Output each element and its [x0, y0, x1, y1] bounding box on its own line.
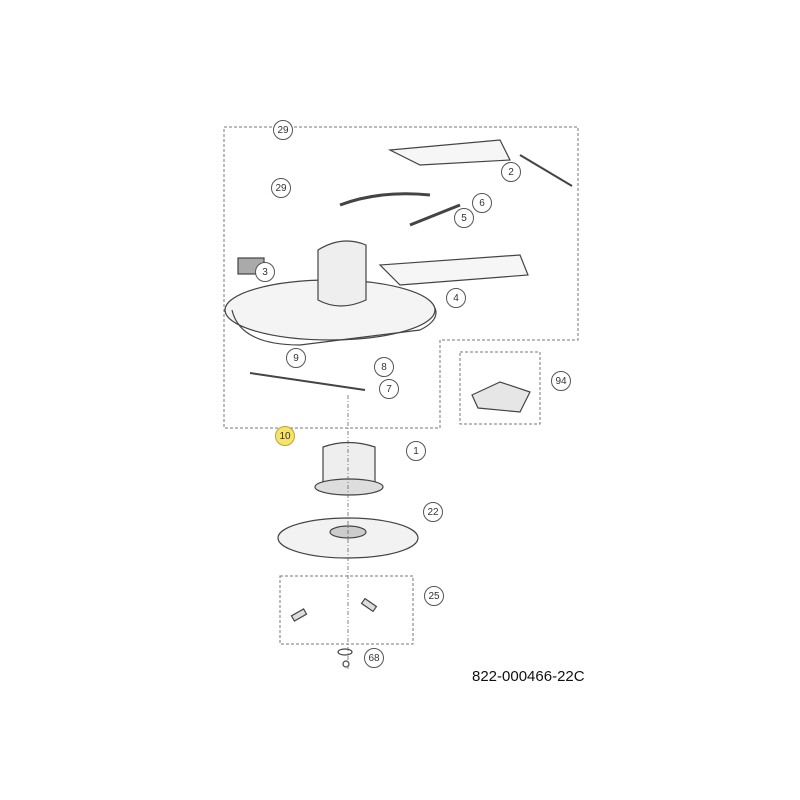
part-callout-4[interactable]: 4 — [446, 288, 466, 308]
rear-arm — [387, 139, 511, 166]
part-callout-10[interactable]: 10 — [275, 426, 295, 446]
part-callout-7[interactable]: 7 — [379, 379, 399, 399]
part-callout-6[interactable]: 6 — [472, 193, 492, 213]
part-callout-1[interactable]: 1 — [406, 441, 426, 461]
part-callout-2[interactable]: 2 — [501, 162, 521, 182]
part-callout-29[interactable]: 29 — [271, 178, 291, 198]
part-callout-25[interactable]: 25 — [424, 586, 444, 606]
part-callout-8[interactable]: 8 — [374, 357, 394, 377]
kit-94-boundary — [459, 351, 541, 425]
motor-housing — [317, 240, 367, 307]
rod — [249, 372, 366, 391]
part-callout-22[interactable]: 22 — [423, 502, 443, 522]
part-callout-3[interactable]: 3 — [255, 262, 275, 282]
assembly-1-boundary — [223, 126, 579, 429]
part-callout-29[interactable]: 29 — [273, 120, 293, 140]
document-number: 822-000466-22C — [472, 668, 585, 685]
part-callout-68[interactable]: 68 — [364, 648, 384, 668]
part-callout-94[interactable]: 94 — [551, 371, 571, 391]
spring — [409, 203, 461, 227]
kit-25-boundary — [279, 575, 414, 645]
part-callout-5[interactable]: 5 — [454, 208, 474, 228]
part-callout-9[interactable]: 9 — [286, 348, 306, 368]
front-arm — [378, 254, 529, 286]
